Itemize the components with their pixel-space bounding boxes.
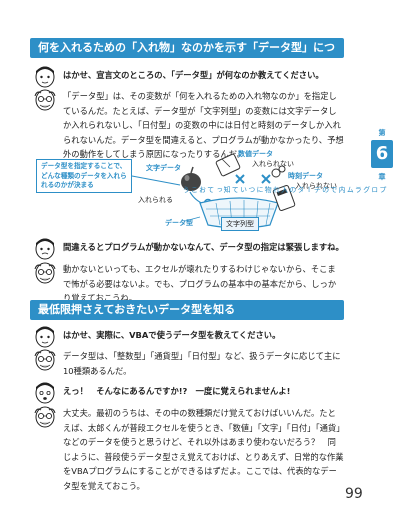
chapter-prefix: 第 [378, 129, 386, 137]
dialog-text: えっ！ そんなにあるんですか!? 一度に覚えられませんよ! [63, 386, 291, 396]
cross-icon [235, 174, 271, 184]
string-type-label: 文字列型 [221, 217, 259, 231]
student-avatar-icon [35, 238, 55, 260]
clock-icon [215, 153, 241, 177]
professor-avatar-icon [34, 262, 56, 284]
numeric-data-label: 数値データ [238, 150, 273, 158]
time-not-allowed-label: 入れられない [295, 182, 337, 190]
dialog-text: 動かないといっても、エクセルが壊れたりするわけじゃないから、そこまで怖がる必要は… [63, 264, 337, 304]
can-put-label: 入れられる [138, 196, 173, 204]
diagram-illustration [131, 153, 296, 229]
professor-avatar-icon [34, 406, 56, 428]
dialog-line: えっ！ そんなにあるんですか!? 一度に覚えられませんよ! [32, 380, 344, 404]
page-number: 99 [345, 486, 363, 502]
numeric-not-allowed-label: 入れられない [252, 160, 294, 168]
professor-avatar-icon [34, 349, 56, 371]
dialog-text: はかせ、宣言文のところの、「データ型」が何なのか教えてください。 [63, 70, 324, 80]
chapter-title: プログラム内でのデータの入れ物について知っておこう [182, 186, 387, 193]
section-heading-data-type: 何を入れるための「入れ物」なのかを示す「データ型」について [30, 38, 344, 74]
student-avatar-icon [35, 66, 55, 88]
dialog-line: データ型は、「整数型」「通貨型」「日付型」など、扱うデータに応じて主に10種類あ… [32, 347, 344, 379]
diagram-callout: データ型を指定することで、どんな種類のデータを入れられるのかが決まる [36, 159, 132, 193]
data-type-label: データ型 [165, 219, 193, 227]
dialog-line: 間違えるとプログラムが動かないなんて、データ型の指定は緊張しますね。 [32, 236, 344, 260]
dialog-text: はかせ、実際に、VBAで使うデータ型を教えてください。 [63, 330, 281, 340]
dialog-text: 大丈夫。最初のうちは、その中の数種類だけ覚えておけばいいんだ。たとえば、太郎くん… [63, 408, 344, 491]
time-data-label: 時刻データ [288, 172, 323, 180]
chapter-number: 6 [371, 140, 393, 168]
dialog-text: データ型は、「整数型」「通貨型」「日付型」など、扱うデータに応じて主に10種類あ… [63, 351, 341, 376]
calculator-icon [272, 184, 296, 212]
dialog-text: 間違えるとプログラムが動かないなんて、データ型の指定は緊張しますね。 [63, 242, 344, 252]
dialog-text: 「データ型」は、その変数が「何を入れるための入れ物なのか」を指定しているんだ。た… [63, 91, 344, 160]
data-type-diagram: データ型を指定することで、どんな種類のデータを入れられるのかが決まる [30, 145, 344, 233]
chapter-suffix: 章 [378, 173, 386, 181]
dialog-line: はかせ、宣言文のところの、「データ型」が何なのか教えてください。 [32, 64, 344, 88]
section-heading-basic-types: 最低限押さえておきたいデータ型を知る [30, 300, 344, 320]
dialog-line: 大丈夫。最初のうちは、その中の数種類だけ覚えておけばいいんだ。たとえば、太郎くん… [32, 404, 344, 491]
student-avatar-icon [35, 326, 55, 348]
dialog-line: 「データ型」は、その変数が「何を入れるための入れ物なのか」を指定しているんだ。た… [32, 87, 344, 159]
dialog-line: はかせ、実際に、VBAで使うデータ型を教えてください。 [32, 324, 344, 348]
student-surprised-avatar-icon [35, 382, 55, 404]
dialog-line: 動かないといっても、エクセルが壊れたりするわけじゃないから、そこまで怖がる必要は… [32, 260, 344, 303]
apple-icon [181, 166, 201, 191]
professor-avatar-icon [34, 89, 56, 111]
text-data-label: 文字データ [146, 164, 181, 172]
